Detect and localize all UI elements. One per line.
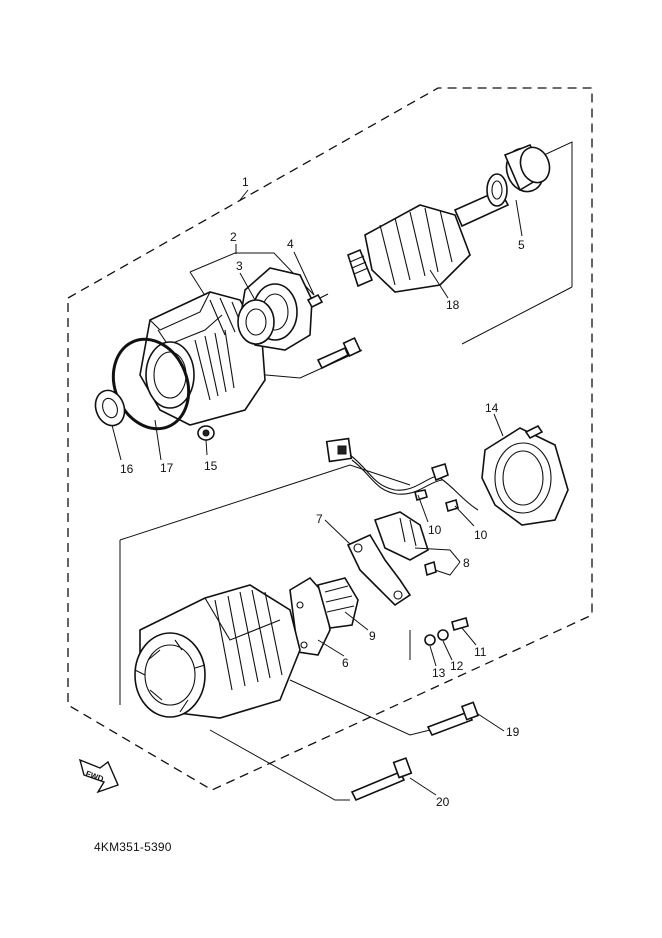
callout-10a: 10 bbox=[428, 523, 442, 537]
brush-holder bbox=[346, 511, 437, 607]
rear-housing bbox=[134, 584, 301, 719]
wiring-harness bbox=[325, 437, 479, 513]
assembly-boundary bbox=[67, 87, 593, 791]
callout-20: 20 bbox=[436, 795, 450, 809]
callout-1: 1 bbox=[242, 175, 249, 189]
diagram-part-code: 4KM351-5390 bbox=[94, 840, 172, 854]
callout-4: 4 bbox=[287, 237, 294, 251]
front-housing bbox=[139, 291, 266, 441]
callout-18: 18 bbox=[446, 298, 460, 312]
callout-3: 3 bbox=[236, 259, 243, 273]
callout-15: 15 bbox=[204, 459, 218, 473]
rectifier bbox=[289, 576, 359, 656]
cover-14 bbox=[481, 424, 569, 526]
callout-10b: 10 bbox=[474, 528, 488, 542]
rotor-18 bbox=[347, 173, 510, 293]
washers bbox=[424, 617, 469, 646]
callout-6: 6 bbox=[342, 656, 349, 670]
long-bolts bbox=[350, 701, 480, 802]
callout-11: 11 bbox=[474, 645, 487, 659]
callout-7: 7 bbox=[316, 512, 323, 526]
callout-12: 12 bbox=[450, 659, 464, 673]
bearing-plate bbox=[237, 267, 313, 351]
oil-seal-16 bbox=[94, 389, 126, 427]
callout-16: 16 bbox=[120, 462, 134, 476]
fwd-arrow-icon: FWD bbox=[78, 758, 119, 794]
bearing-5 bbox=[503, 143, 551, 193]
callout-leaders bbox=[111, 189, 523, 796]
callout-13: 13 bbox=[432, 666, 446, 680]
callout-14: 14 bbox=[485, 401, 499, 415]
callout-19: 19 bbox=[506, 725, 520, 739]
callout-2: 2 bbox=[230, 230, 237, 244]
callout-17: 17 bbox=[160, 461, 174, 475]
screws bbox=[306, 293, 362, 370]
callout-8: 8 bbox=[463, 556, 470, 570]
callout-5: 5 bbox=[518, 238, 525, 252]
callout-labels: 1 2 3 4 5 6 7 8 9 10 10 11 12 13 14 15 1… bbox=[120, 175, 525, 809]
callout-9: 9 bbox=[369, 629, 376, 643]
